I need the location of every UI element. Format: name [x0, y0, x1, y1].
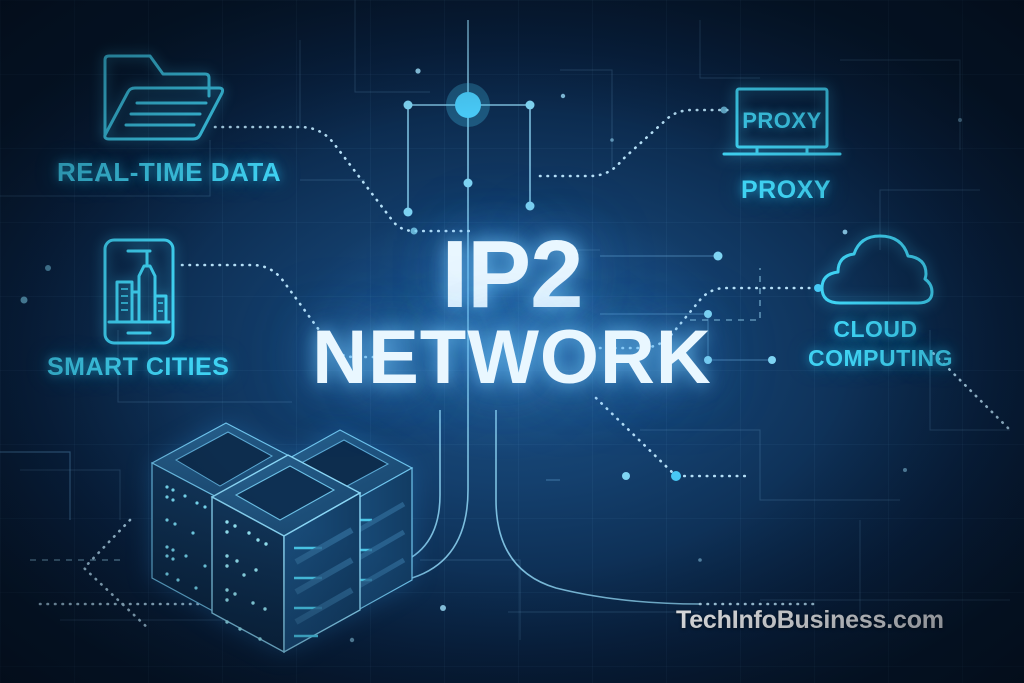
server-rack-front — [210, 454, 362, 654]
